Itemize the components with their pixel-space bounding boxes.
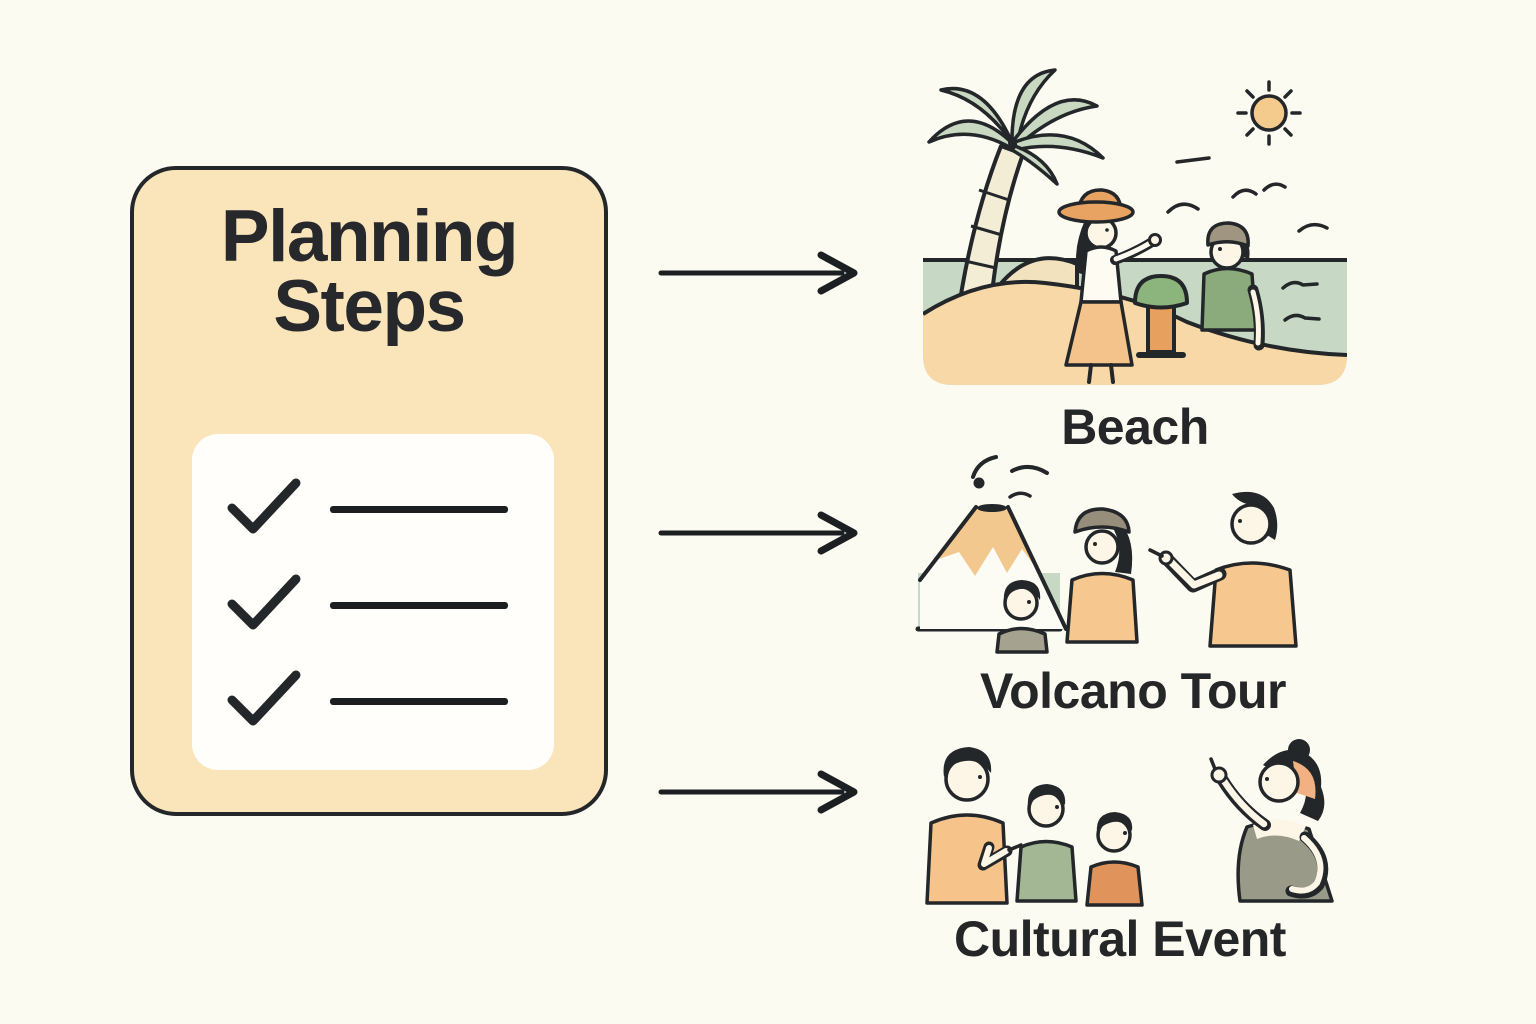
card-title-line1: Planning	[220, 196, 519, 277]
arrow-to-beach	[658, 251, 858, 295]
checklist-panel	[192, 434, 554, 770]
cultural-event-label: Cultural Event	[954, 911, 1286, 967]
volcano-scene-icon	[915, 455, 1298, 654]
checklist-item	[226, 668, 554, 728]
checklist-item	[226, 572, 554, 632]
planning-steps-card: Planning Steps	[130, 166, 608, 816]
beach-woman	[1057, 188, 1162, 384]
checkmark-icon	[227, 478, 301, 534]
sandcastle-icon	[1133, 274, 1189, 358]
checkmark-icon	[227, 574, 301, 630]
beach-label: Beach	[1061, 399, 1209, 455]
arrow-to-cultural-event	[658, 770, 858, 814]
volcano-tour-label: Volcano Tour	[979, 663, 1287, 719]
cultural-father	[925, 747, 1023, 905]
volcano-kid	[995, 580, 1049, 654]
checklist-item	[226, 476, 554, 536]
volcano-icon	[918, 455, 1068, 631]
beach-scene-icon	[923, 68, 1347, 385]
palm-tree-icon	[927, 68, 1105, 324]
birds-icon	[1166, 156, 1329, 322]
sun-icon	[1236, 80, 1302, 146]
cultural-boy-orange	[1085, 812, 1144, 907]
cultural-boy-green	[1015, 784, 1078, 903]
checkmark-icon	[227, 670, 301, 726]
card-title-line2: Steps	[273, 266, 466, 348]
arrow-to-volcano-tour	[658, 511, 858, 555]
beach-boy	[1200, 221, 1265, 351]
sand	[923, 281, 1347, 385]
cultural-event-scene-icon	[925, 739, 1334, 907]
card-title: Planning Steps	[134, 196, 604, 348]
checklist-line	[330, 697, 508, 705]
checklist-line	[330, 601, 508, 609]
volcano-woman	[1065, 507, 1139, 644]
volcano-guide-man	[1148, 491, 1298, 648]
checklist-line	[330, 505, 508, 513]
cultural-woman	[1209, 739, 1334, 903]
